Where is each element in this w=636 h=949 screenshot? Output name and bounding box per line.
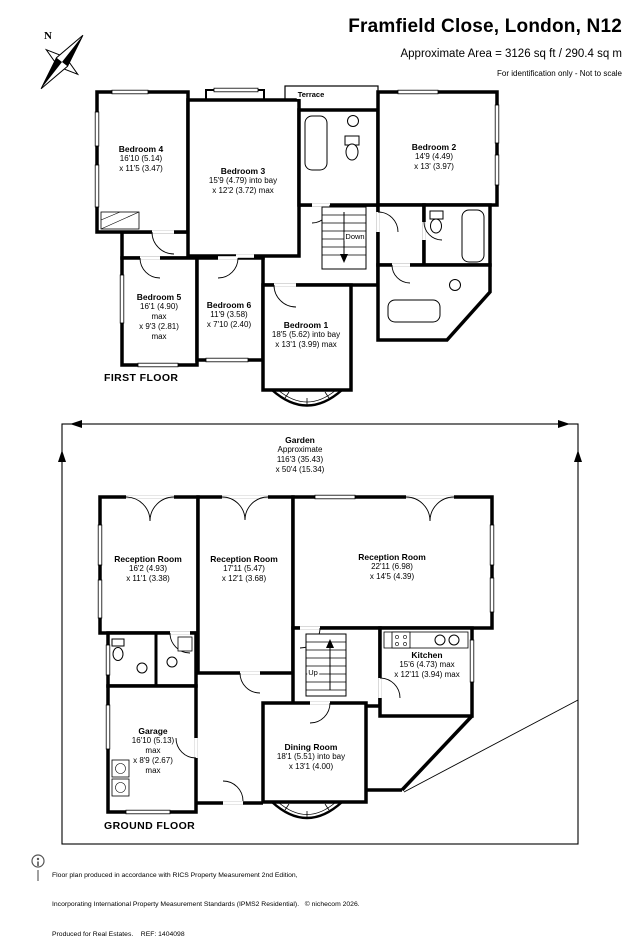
bath — [461, 209, 485, 263]
compass-icon — [40, 34, 84, 90]
bedroom1-walls — [261, 283, 353, 392]
first-floor-label: FIRST FLOOR — [104, 372, 179, 384]
room-name: Reception Room — [114, 554, 182, 564]
toilet — [430, 218, 442, 234]
sink — [166, 656, 178, 668]
room-dims: Approximate 116'3 (35.43) x 50'4 (15.34) — [275, 445, 325, 474]
sink — [449, 279, 461, 291]
room-label-bedroom-2: Bedroom 2 14'9 (4.49) x 13' (3.97) — [412, 142, 456, 172]
diagonal-wall — [400, 714, 474, 792]
dining-bay-window — [271, 801, 343, 820]
garden-boundary — [58, 420, 582, 845]
toilet — [345, 143, 359, 161]
room-label-dining: Dining Room 18'1 (5.51) into bay x 13'1 … — [277, 742, 345, 772]
room-dims: 17'11 (5.47) x 12'1 (3.68) — [221, 564, 267, 584]
bath — [304, 115, 328, 171]
room-name: Bedroom 2 — [411, 142, 457, 152]
room-dims: 16'10 (5.13) max x 8'9 (2.67) max — [131, 736, 175, 775]
down-label: Down — [344, 232, 366, 241]
first-floor-windows — [94, 87, 500, 368]
room-dims: 18'1 (5.51) into bay x 13'1 (4.00) — [276, 752, 346, 772]
approximate-area: Approximate Area = 3126 sq ft / 290.4 sq… — [400, 48, 622, 60]
room-label-kitchen: Kitchen 15'6 (4.73) max x 12'11 (3.94) m… — [394, 650, 459, 680]
room-name: Garden — [285, 435, 315, 445]
ground-floor-windows — [97, 494, 495, 815]
disclaimer: For identification only - Not to scale — [497, 69, 622, 78]
sink — [448, 634, 460, 646]
room-name: Bedroom 6 — [206, 300, 252, 310]
up-label: Up — [307, 668, 319, 677]
ground-floor-stairs — [305, 633, 347, 697]
sink — [136, 662, 148, 674]
room-name: Reception Room — [358, 552, 426, 562]
room-dims: 22'11 (6.98) x 14'5 (4.39) — [369, 562, 415, 582]
room-name: Bedroom 4 — [118, 144, 164, 154]
room-label-bedroom-1: Bedroom 1 18'5 (5.62) into bay x 13'1 (3… — [272, 320, 340, 350]
bath — [387, 299, 441, 323]
header: Framfield Close, London, N12 Approximate… — [348, 16, 622, 78]
bedroom1-bay-window — [271, 389, 343, 407]
toilet-tank — [429, 210, 444, 220]
room-label-bedroom-5: Bedroom 5 16'1 (4.90) max x 9'3 (2.81) m… — [137, 292, 181, 341]
footer-line-3: Produced for Real Estates. REF: 1404098 — [52, 930, 185, 938]
room-dims: 16'1 (4.90) max x 9'3 (2.81) max — [139, 302, 179, 341]
room-label-bedroom-3: Bedroom 3 15'9 (4.79) into bay x 12'2 (3… — [209, 166, 277, 196]
first-floor-doors — [139, 204, 443, 308]
room-dims: 18'5 (5.62) into bay x 13'1 (3.99) max — [271, 330, 341, 350]
room-dims: 15'9 (4.79) into bay x 12'2 (3.72) max — [208, 176, 278, 196]
garden-diagonal-fence — [403, 699, 579, 793]
footer-line-1: Floor plan produced in accordance with R… — [52, 871, 298, 879]
bath-lobby-walls — [376, 203, 426, 267]
room-dims: 16'2 (4.93) x 11'1 (3.38) — [126, 564, 170, 584]
footer: Floor plan produced in accordance with R… — [52, 851, 360, 949]
room-label-bedroom-6: Bedroom 6 11'9 (3.58) x 7'10 (2.40) — [207, 300, 251, 330]
room-name: Bedroom 3 — [220, 166, 266, 176]
first-floor-plan — [94, 85, 500, 407]
room-label-reception-1: Reception Room 16'2 (4.93) x 11'1 (3.38) — [114, 554, 182, 584]
garden-label: Garden Approximate 116'3 (35.43) x 50'4 … — [276, 435, 325, 475]
room-label-reception-2: Reception Room 17'11 (5.47) x 12'1 (3.68… — [210, 554, 278, 584]
first-floor-fixtures — [100, 115, 485, 323]
first-floor-door-gaps — [140, 203, 426, 287]
page-title: Framfield Close, London, N12 — [348, 16, 622, 37]
room-name: Kitchen — [411, 650, 443, 660]
footer-logo-icon — [31, 854, 45, 881]
room-label-garage: Garage 16'10 (5.13) max x 8'9 (2.67) max — [132, 726, 174, 775]
dimension-arrows — [58, 420, 582, 462]
hob — [391, 631, 411, 649]
boiler — [177, 636, 193, 652]
toilet-tank — [111, 638, 125, 647]
ground-floor-door-gaps — [126, 495, 454, 805]
dining-walls — [261, 701, 368, 804]
terrace-label: Terrace — [296, 90, 326, 99]
room-dims: 11'9 (3.58) x 7'10 (2.40) — [206, 310, 252, 330]
footer-line-2: Incorporating International Property Mea… — [52, 901, 360, 909]
ground-floor-plan — [97, 494, 495, 820]
room-dims: 15'6 (4.73) max x 12'11 (3.94) max — [394, 660, 460, 680]
sink — [347, 115, 359, 127]
sink — [434, 634, 446, 646]
toilet — [112, 647, 124, 661]
floor-plan-svg — [40, 34, 582, 845]
room-name: Garage — [138, 726, 168, 736]
room-dims: 16'10 (5.14) x 11'5 (3.47) — [119, 154, 163, 174]
ground-floor-doors — [125, 496, 455, 802]
ground-floor-label: GROUND FLOOR — [104, 820, 196, 832]
room-dims: 14'9 (4.49) x 13' (3.97) — [414, 152, 454, 172]
room-name: Reception Room — [210, 554, 278, 564]
room-name: Bedroom 1 — [283, 320, 329, 330]
bedroom4-walls — [95, 90, 190, 234]
ground-floor-fixtures — [111, 631, 469, 797]
room-name: Bedroom 5 — [136, 292, 182, 302]
reception2-walls — [196, 495, 295, 675]
room-label-bedroom-4: Bedroom 4 16'10 (5.14) x 11'5 (3.47) — [119, 144, 163, 174]
room-name: Dining Room — [284, 742, 338, 752]
compass-north-label: N — [44, 30, 52, 42]
room-label-reception-3: Reception Room 22'11 (6.98) x 14'5 (4.39… — [358, 552, 426, 582]
